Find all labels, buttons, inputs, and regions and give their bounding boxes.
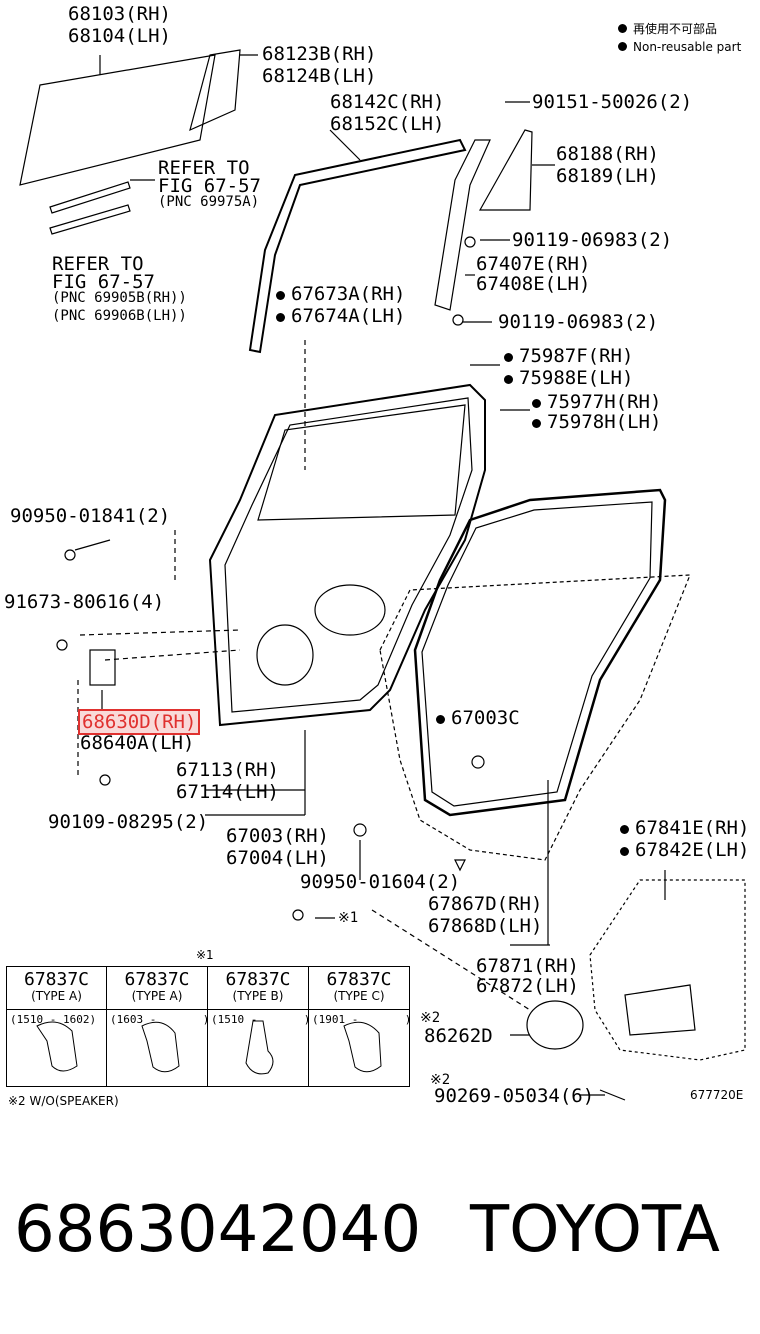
non-reusable-icon [276, 291, 285, 300]
table-date-range: (1510 - 1602) [10, 1013, 97, 1026]
table-type: (TYPE A) [131, 989, 183, 1003]
clip-icon [36, 1021, 78, 1072]
label-90950-01841[interactable]: 90950-01841(2) [10, 505, 171, 527]
label-67003c[interactable]: 67003C [436, 708, 520, 729]
label-75987f[interactable]: 75987F(RH) [504, 346, 633, 367]
table-column[interactable]: 67837C (TYPE C) (1901 - ) [309, 967, 412, 1086]
clip-icon [141, 1021, 180, 1073]
label-91673[interactable]: 91673-80616(4) [4, 591, 165, 613]
label-67871[interactable]: 67871(RH) [476, 955, 579, 977]
label-68104[interactable]: 68104(LH) [68, 25, 171, 47]
label-67841e[interactable]: 67841E(RH) [620, 818, 749, 839]
non-reusable-icon [504, 375, 513, 384]
highlighted-part-number[interactable]: 68630D(RH) [77, 709, 201, 735]
clip-icon [245, 1020, 274, 1075]
label-68124b[interactable]: 68124B(LH) [262, 65, 377, 87]
table-type: (TYPE C) [333, 989, 385, 1003]
label-67867d[interactable]: 67867D(RH) [428, 893, 543, 915]
non-reusable-icon [532, 419, 541, 428]
refer-label-2b[interactable]: FIG 67-57 [52, 271, 155, 293]
refer-label-1a[interactable]: REFER TO [158, 157, 250, 179]
label-67114[interactable]: 67114(LH) [176, 781, 279, 803]
table-part-number: 67837C [326, 969, 392, 990]
label-67003[interactable]: 67003(RH) [226, 825, 329, 847]
table-mark: ※1 [196, 948, 214, 962]
table-column[interactable]: 67837C (TYPE B) (1510 - ) [208, 967, 311, 1086]
quarter-glass-shape [189, 49, 241, 132]
label-68152c[interactable]: 68152C(LH) [330, 113, 445, 135]
refer-label-1b[interactable]: FIG 67-57 [158, 175, 261, 197]
refer-label-1c: (PNC 69975A) [158, 194, 260, 210]
label-67113[interactable]: 67113(RH) [176, 759, 279, 781]
legend-non-reusable-jp: 再使用不可部品 [618, 20, 741, 38]
table-column[interactable]: 67837C (TYPE A) (1603 - ) [107, 967, 210, 1086]
label-90119-lower[interactable]: 90119-06983(2) [498, 311, 659, 333]
label-67408e[interactable]: 67408E(LH) [476, 273, 591, 295]
label-68630d[interactable]: 68630D(RH) [77, 709, 201, 735]
figure-number: 677720E [690, 1088, 744, 1102]
door-glass-shape [19, 54, 216, 186]
label-67674a[interactable]: 67674A(LH) [276, 306, 405, 327]
legend: 再使用不可部品 Non-reusable part [618, 20, 741, 56]
clip-variant-table: 67837C (TYPE A) (1510 - 1602) 67837C (TY… [6, 966, 412, 1087]
label-90950-01604[interactable]: 90950-01604(2) [300, 871, 461, 893]
brand-caption: TOYOTA [470, 1193, 720, 1267]
mark-note-2a: ※2 [420, 1010, 441, 1026]
label-68189[interactable]: 68189(LH) [556, 165, 659, 187]
table-date-range: (1510 - ) [211, 1013, 311, 1026]
non-reusable-icon [276, 313, 285, 322]
mark-note-2b: ※2 [430, 1072, 451, 1088]
label-67842e[interactable]: 67842E(LH) [620, 840, 749, 861]
label-68123b[interactable]: 68123B(RH) [262, 43, 377, 65]
refer-label-2a[interactable]: REFER TO [52, 253, 144, 275]
label-68640a[interactable]: 68640A(LH) [80, 732, 195, 754]
footnote-speaker: ※2 W/O(SPEAKER) [8, 1094, 119, 1108]
table-part-number: 67837C [124, 969, 190, 990]
refer-label-2d: (PNC 69906B(LH)) [52, 308, 187, 324]
bullet-icon [618, 24, 627, 33]
label-68142c[interactable]: 68142C(RH) [330, 91, 445, 113]
legend-non-reusable-en: Non-reusable part [618, 38, 741, 56]
label-67407e[interactable]: 67407E(RH) [476, 253, 591, 275]
label-67872[interactable]: 67872(LH) [476, 975, 579, 997]
refer-label-2c: (PNC 69905B(RH)) [52, 290, 187, 306]
table-date-range: (1603 - ) [110, 1013, 210, 1026]
label-90151[interactable]: 90151-50026(2) [532, 91, 693, 113]
label-90269[interactable]: 90269-05034(6) [434, 1085, 595, 1107]
non-reusable-icon [436, 715, 445, 724]
label-67004[interactable]: 67004(LH) [226, 847, 329, 869]
label-75977h[interactable]: 75977H(RH) [532, 392, 661, 413]
bullet-icon [618, 42, 627, 51]
table-date-range: (1901 - ) [312, 1013, 412, 1026]
label-75988e[interactable]: 75988E(LH) [504, 368, 633, 389]
label-67868d[interactable]: 67868D(LH) [428, 915, 543, 937]
table-part-number: 67837C [225, 969, 291, 990]
label-68103[interactable]: 68103(RH) [68, 3, 171, 25]
label-86262d[interactable]: 86262D [424, 1025, 493, 1047]
table-column[interactable]: 67837C (TYPE A) (1510 - 1602) [7, 967, 107, 1086]
non-reusable-icon [532, 399, 541, 408]
label-90119-upper[interactable]: 90119-06983(2) [512, 229, 673, 251]
mark-note-1: ※1 [338, 910, 359, 926]
part-number-caption: 6863042040 [14, 1193, 422, 1267]
non-reusable-icon [504, 353, 513, 362]
table-part-number: 67837C [23, 969, 90, 990]
clip-icon [343, 1021, 382, 1073]
non-reusable-icon [620, 847, 629, 856]
label-67673a[interactable]: 67673A(RH) [276, 284, 405, 305]
label-75978h[interactable]: 75978H(LH) [532, 412, 661, 433]
label-90109[interactable]: 90109-08295(2) [48, 811, 209, 833]
table-type: (TYPE A) [31, 989, 82, 1003]
label-68188[interactable]: 68188(RH) [556, 143, 659, 165]
non-reusable-icon [620, 825, 629, 834]
table-type: (TYPE B) [232, 989, 284, 1003]
